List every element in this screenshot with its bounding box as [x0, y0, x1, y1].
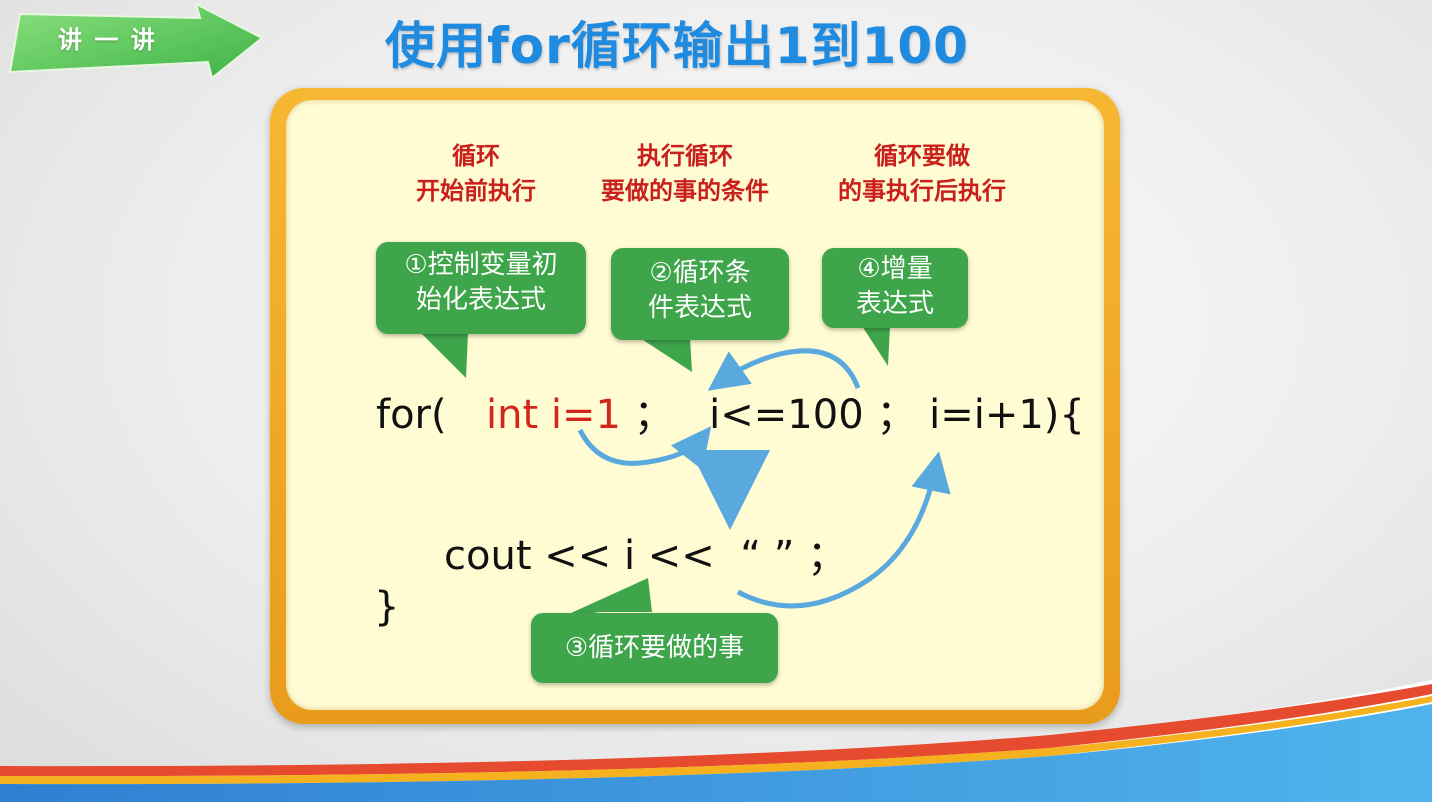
header-increment-line2: 的事执行后执行	[838, 177, 1006, 205]
callout-increment-tail	[862, 326, 890, 366]
header-condition-line1: 执行循环	[637, 142, 733, 170]
header-condition: 执行循环 要做的事的条件	[577, 139, 793, 209]
code-init-expr: int i=1	[486, 392, 621, 438]
badge-arrow	[8, 2, 264, 80]
header-increment-line1: 循环要做	[874, 142, 970, 170]
code-separator-1: ；	[633, 392, 674, 438]
page-title: 使用for循环输出1到100	[385, 17, 969, 75]
callout-body: ③循环要做的事	[531, 613, 778, 683]
header-init-line1: 循环	[452, 142, 500, 170]
callout-condition-tail	[640, 338, 692, 372]
callout-increment: ④增量 表达式	[822, 248, 968, 328]
header-init: 循环 开始前执行	[400, 139, 552, 209]
code-increment-expr: i=i+1){	[929, 392, 1085, 438]
callout-condition-line2: 件表达式	[647, 293, 752, 323]
header-increment: 循环要做 的事执行后执行	[814, 139, 1030, 209]
code-close-brace: }	[374, 584, 400, 630]
callout-increment-line2: 表达式	[855, 289, 934, 319]
bottom-swoosh	[0, 680, 1432, 802]
arrow-body-to-increment	[736, 451, 951, 609]
content-frame	[270, 88, 1120, 724]
callout-init: ①控制变量初 始化表达式	[376, 242, 586, 334]
callout-init-line1: ①控制变量初	[404, 250, 558, 280]
callout-init-tail	[420, 332, 468, 378]
callout-init-line2: 始化表达式	[415, 285, 546, 315]
callout-body-tail	[560, 578, 652, 618]
arrow-init-to-condition	[577, 426, 712, 471]
callout-condition-line1: ②循环条	[649, 258, 751, 288]
code-separator-2: ；	[876, 392, 917, 438]
callout-condition: ②循环条 件表达式	[611, 248, 789, 340]
code-for-line: for( int i=1 ； i<=100 ； i=i+1){	[376, 382, 1085, 440]
header-init-line2: 开始前执行	[416, 177, 536, 205]
badge-label: 讲 一 讲	[58, 26, 157, 54]
arrow-increment-to-condition	[707, 348, 861, 391]
code-body-line: cout << i << “ ” ；	[444, 533, 848, 579]
code-condition-expr: i<=100	[709, 392, 864, 438]
code-for-keyword: for(	[376, 392, 447, 438]
content-panel	[286, 100, 1104, 710]
header-condition-line2: 要做的事的条件	[601, 177, 769, 205]
callout-increment-line1: ④增量	[857, 254, 933, 284]
callout-body-line1: ③循环要做的事	[564, 633, 745, 663]
